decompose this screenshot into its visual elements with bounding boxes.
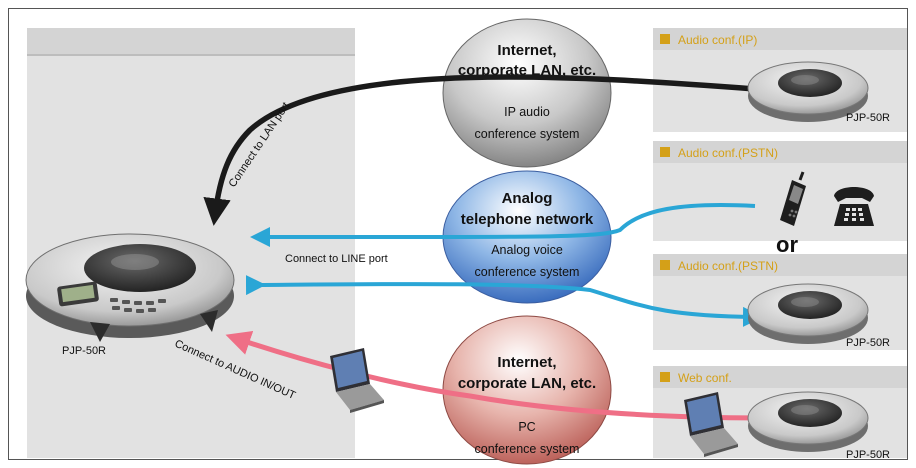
lan-connection-arrow [203, 74, 756, 226]
mobile-phone-icon [780, 171, 806, 226]
remote-device-label: PJP-50R [846, 449, 890, 461]
cloud-subtitle: conference system [475, 442, 580, 456]
local-laptop-icon [330, 348, 384, 413]
cloud-title: Internet, [497, 42, 556, 59]
panel-bullet-icon [660, 34, 670, 44]
cloud-title: Analog [502, 190, 553, 207]
cloud-title: telephone network [461, 211, 594, 228]
remote-laptop-icon [684, 392, 738, 457]
cloud-title: corporate LAN, etc. [458, 375, 596, 392]
cloud-internet-pc: Internet, corporate LAN, etc. PC confere… [442, 315, 612, 465]
panel-title: Audio conf.(PSTN) [678, 146, 778, 160]
remote-speakerphone-icon-web [747, 391, 869, 453]
cloud-subtitle: PC [518, 420, 535, 434]
cloud-title: Internet, [497, 354, 556, 371]
cloud-subtitle: Analog voice [491, 243, 563, 257]
remote-device-label: PJP-50R [846, 112, 890, 124]
line-connection-label: Connect to LINE port [285, 253, 388, 265]
remote-device-label: PJP-50R [846, 337, 890, 349]
remote-speakerphone-icon-pstn [747, 283, 869, 345]
line-connection-arrow-phone [250, 203, 756, 248]
cloud-internet-ip: Internet, corporate LAN, etc. IP audio c… [442, 18, 612, 168]
panel-title: Audio conf.(IP) [678, 33, 757, 47]
cloud-subtitle: conference system [475, 265, 580, 279]
panel-title: Web conf. [678, 371, 732, 385]
line-connection-arrow-device [245, 275, 763, 327]
panel-bullet-icon [660, 260, 670, 270]
cloud-subtitle: IP audio [504, 105, 550, 119]
desk-telephone-icon [834, 187, 874, 226]
or-text: or [776, 232, 798, 257]
audio-connection-arrow [225, 330, 771, 421]
panel-bullet-icon [660, 147, 670, 157]
panel-bullet-icon [660, 372, 670, 382]
cloud-subtitle: conference system [475, 127, 580, 141]
local-speakerphone-icon [25, 233, 235, 342]
panel-title: Audio conf.(PSTN) [678, 259, 778, 273]
local-device-label: PJP-50R [62, 345, 106, 357]
